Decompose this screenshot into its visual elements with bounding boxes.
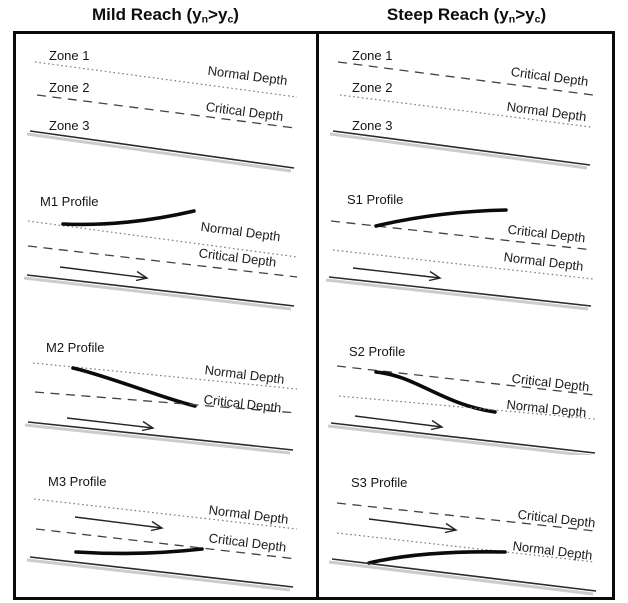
mild-reach-title: Mild Reach (yn>yc) — [13, 2, 318, 28]
s2-profile-panel: S2 Profile Critical Depth Normal Depth — [327, 344, 596, 455]
channel-bed-line — [328, 276, 592, 307]
normal-depth-line — [33, 498, 298, 530]
steep-zone-2-label: Zone 2 — [352, 80, 392, 95]
mild-title-sub-c: c — [227, 13, 234, 26]
critical-depth-label: Critical Depth — [198, 245, 277, 269]
mild-title-close: ) — [233, 5, 239, 24]
normal-depth-label: Normal Depth — [200, 219, 281, 244]
diagram-frame: Zone 1 Normal Depth Zone 2 Critical Dept… — [13, 31, 615, 600]
s3-profile-label: S3 Profile — [351, 475, 407, 490]
normal-depth-label: Normal Depth — [503, 249, 584, 274]
channel-bed-line — [26, 274, 295, 307]
channel-bed-shadow — [23, 276, 292, 311]
steep-reach-title: Steep Reach (yn>yc) — [318, 2, 615, 28]
steep-zones-panel: Zone 1 Critical Depth Zone 2 Normal Dept… — [329, 48, 594, 170]
critical-depth-label: Critical Depth — [208, 530, 287, 554]
s2-profile-curve — [374, 370, 497, 414]
m1-profile-curve — [61, 209, 196, 227]
channel-bed-shadow — [325, 278, 589, 311]
s2-profile-label: S2 Profile — [349, 344, 405, 359]
critical-depth-label: Critical Depth — [511, 371, 590, 395]
mild-zone-1-label: Zone 1 — [49, 48, 89, 63]
m3-profile-curve — [74, 547, 204, 556]
flow-direction-arrow — [368, 518, 458, 534]
channel-bed-shadow — [26, 558, 291, 592]
s1-profile-label: S1 Profile — [347, 192, 403, 207]
m3-profile-panel: M3 Profile Normal Depth Critical Depth — [26, 474, 298, 592]
m1-profile-panel: M1 Profile Normal Depth Critical Depth — [23, 194, 298, 311]
mild-reach-column: Zone 1 Normal Depth Zone 2 Critical Dept… — [16, 34, 316, 597]
m2-profile-curve — [71, 366, 197, 408]
steep-zone-3-label: Zone 3 — [352, 118, 392, 133]
s3-profile-curve — [367, 550, 507, 565]
critical-depth-label: Critical Depth — [205, 99, 284, 124]
steep-title-text: Steep Reach (y — [386, 5, 509, 24]
critical-depth-line — [336, 502, 596, 532]
channel-bed-shadow — [26, 132, 292, 173]
steep-title-sub-c: c — [534, 13, 541, 26]
mild-title-sub-n: n — [201, 13, 209, 26]
steep-title-sub-n: n — [508, 13, 516, 26]
flow-direction-arrow — [66, 417, 155, 432]
normal-depth-line — [34, 61, 298, 98]
normal-depth-label: Normal Depth — [512, 538, 593, 563]
critical-depth-line — [34, 391, 298, 414]
normal-depth-label: Normal Depth — [207, 63, 288, 88]
normal-depth-label: Normal Depth — [204, 362, 285, 387]
mild-zone-2-label: Zone 2 — [49, 80, 89, 95]
channel-bed-shadow — [24, 423, 291, 455]
channel-bed-line — [29, 556, 294, 588]
m1-profile-label: M1 Profile — [40, 194, 99, 209]
flow-direction-arrow — [352, 267, 442, 282]
channel-bed-line — [332, 130, 591, 166]
channel-bed-line — [330, 422, 596, 454]
column-divider — [316, 34, 319, 597]
mild-title-mid: >y — [208, 5, 228, 24]
channel-bed-shadow — [327, 424, 593, 455]
steep-title-close: ) — [540, 5, 547, 24]
normal-depth-line — [27, 220, 298, 258]
critical-depth-line — [36, 94, 296, 129]
steep-title-mid: >y — [515, 5, 535, 24]
mild-zone-3-label: Zone 3 — [49, 118, 89, 133]
critical-depth-line — [336, 365, 596, 396]
steep-reach-column: Zone 1 Critical Depth Zone 2 Normal Dept… — [319, 34, 612, 597]
flow-direction-arrow — [59, 266, 149, 282]
channel-bed-line — [331, 558, 597, 592]
critical-depth-label: Critical Depth — [510, 64, 589, 89]
m3-profile-label: M3 Profile — [48, 474, 107, 489]
channel-bed-shadow — [328, 560, 594, 596]
channel-bed-shadow — [329, 132, 588, 170]
normal-depth-line — [338, 395, 596, 420]
mild-zones-panel: Zone 1 Normal Depth Zone 2 Critical Dept… — [26, 48, 298, 173]
m2-profile-panel: M2 Profile Normal Depth Critical Depth — [24, 340, 298, 455]
s1-profile-panel: S1 Profile Critical Depth Normal Depth — [325, 192, 594, 311]
m2-profile-label: M2 Profile — [46, 340, 105, 355]
normal-depth-label: Normal Depth — [506, 99, 587, 124]
critical-depth-line — [330, 220, 594, 251]
flow-direction-arrow — [354, 415, 444, 431]
normal-depth-label: Normal Depth — [506, 397, 587, 420]
flow-direction-arrow — [74, 516, 164, 532]
critical-depth-line — [337, 61, 594, 96]
s1-profile-curve — [374, 208, 508, 228]
critical-depth-line — [35, 528, 298, 560]
s3-profile-panel: S3 Profile Critical Depth Normal Depth — [328, 475, 597, 596]
normal-depth-line — [336, 532, 596, 563]
critical-depth-label: Critical Depth — [203, 392, 282, 416]
mild-title-text: Mild Reach (y — [92, 5, 202, 24]
steep-zone-1-label: Zone 1 — [352, 48, 392, 63]
critical-depth-line — [27, 245, 298, 278]
channel-bed-line — [29, 130, 295, 169]
channel-bed-line — [27, 421, 294, 451]
